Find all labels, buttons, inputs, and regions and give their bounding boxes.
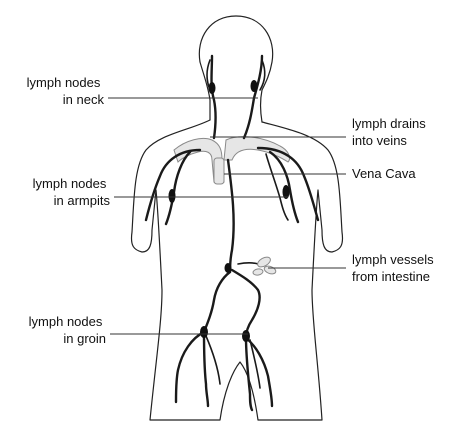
vessel-right-leg-inner bbox=[246, 338, 252, 410]
intestine-vessel-2 bbox=[263, 265, 277, 276]
label-groin-line-2: in groin bbox=[63, 331, 106, 346]
labels: lymph nodes in neck lymph drains into ve… bbox=[27, 75, 438, 346]
label-drains: lymph drains into veins bbox=[352, 116, 429, 148]
label-vena-cava-line-1: Vena Cava bbox=[352, 166, 416, 181]
intestine-vessel-3 bbox=[253, 268, 264, 276]
right-subclavian-vein bbox=[224, 137, 290, 162]
label-groin: lymph nodes in groin bbox=[29, 314, 106, 346]
label-drains-line-1: lymph drains bbox=[352, 116, 426, 131]
vessel-left-leg-outer bbox=[176, 332, 204, 402]
vessel-neck-right bbox=[244, 56, 262, 138]
label-intestine-line-2: from intestine bbox=[352, 269, 430, 284]
vessel-left-leg-mid bbox=[204, 332, 208, 406]
node-groin-right bbox=[242, 330, 250, 342]
lymph-vessels bbox=[146, 56, 318, 410]
intestine-vessels bbox=[253, 255, 277, 276]
label-neck-line-2: in neck bbox=[63, 92, 105, 107]
lymph-nodes bbox=[169, 80, 290, 342]
label-armpits: lymph nodes in armpits bbox=[33, 176, 111, 208]
node-groin-left bbox=[200, 326, 208, 338]
veins bbox=[174, 137, 290, 184]
label-intestine: lymph vessels from intestine bbox=[352, 252, 437, 284]
vessel-left-leg-inner bbox=[206, 336, 220, 384]
vessel-neck-left bbox=[212, 56, 216, 138]
node-abdomen bbox=[225, 263, 232, 273]
label-neck-line-1: lymph nodes bbox=[27, 75, 101, 90]
label-armpits-line-1: lymph nodes bbox=[33, 176, 107, 191]
body-outline bbox=[131, 16, 342, 420]
node-neck-left bbox=[209, 82, 216, 94]
label-armpits-line-2: in armpits bbox=[54, 193, 111, 208]
vena-cava-vessel bbox=[214, 158, 224, 184]
thoracic-duct bbox=[228, 160, 234, 272]
node-armpit-left bbox=[169, 189, 176, 203]
label-drains-line-2: into veins bbox=[352, 133, 407, 148]
neck-left bbox=[200, 62, 210, 120]
label-intestine-line-1: lymph vessels bbox=[352, 252, 434, 267]
label-groin-line-1: lymph nodes bbox=[29, 314, 103, 329]
leader-lines bbox=[108, 98, 346, 334]
vessel-abdomen-right bbox=[232, 270, 260, 338]
vessel-abdomen-left bbox=[204, 272, 230, 332]
torso-outline bbox=[131, 120, 342, 420]
node-neck-right bbox=[251, 80, 258, 92]
head-outline bbox=[199, 16, 272, 90]
label-neck: lymph nodes in neck bbox=[27, 75, 105, 107]
label-vena-cava: Vena Cava bbox=[352, 166, 416, 181]
neck-right bbox=[261, 90, 263, 122]
